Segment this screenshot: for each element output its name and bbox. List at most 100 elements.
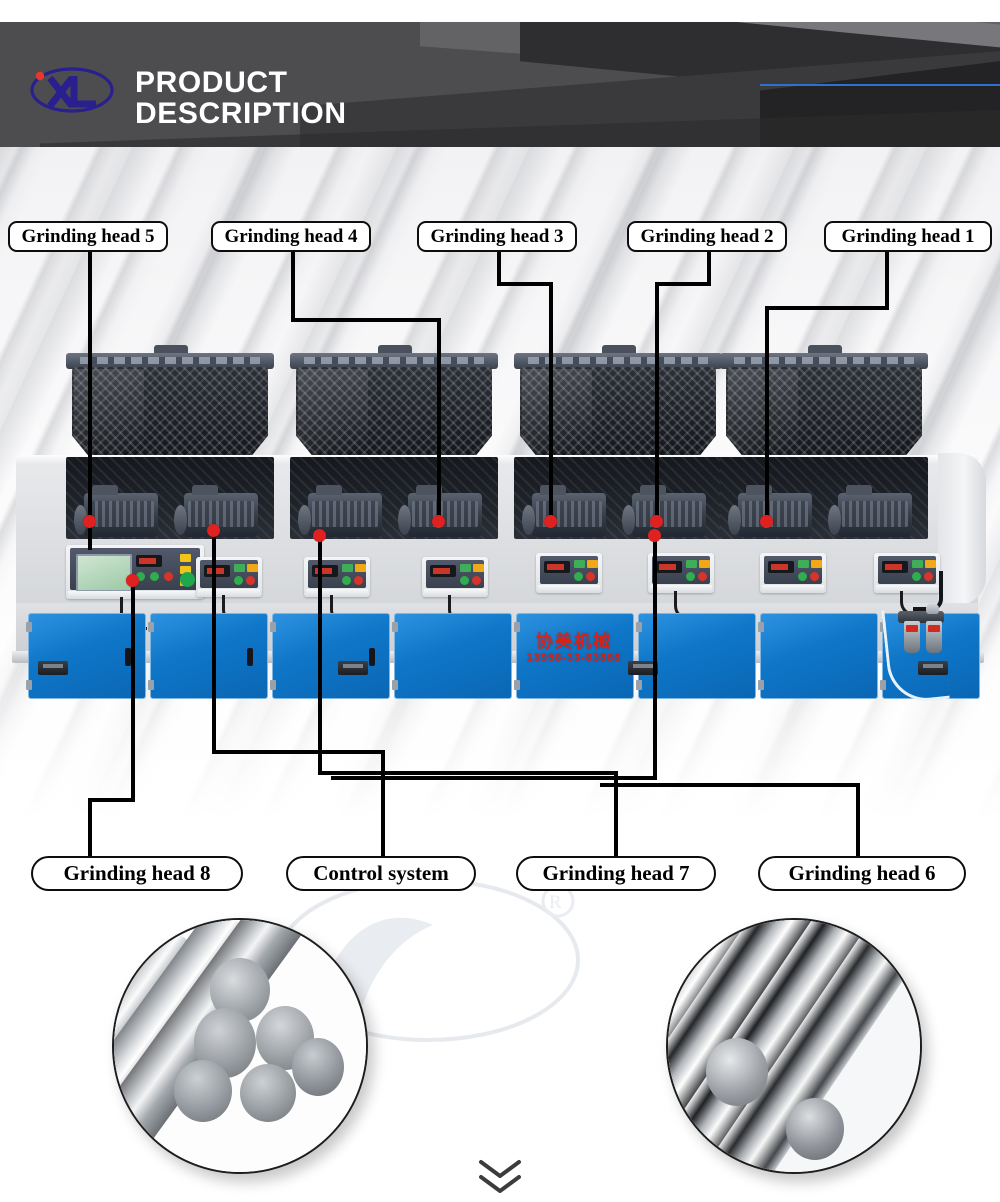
hood-mesh — [72, 367, 268, 455]
hmi-control-panel[interactable] — [66, 545, 204, 599]
leader-line-head1-seg3 — [765, 306, 769, 521]
digital-display — [768, 561, 794, 573]
cabinet-text-line1: 协美机械 — [536, 632, 612, 651]
hood-handle — [602, 345, 636, 355]
hood-unit-2 — [290, 345, 498, 465]
hmi-screen[interactable] — [76, 554, 132, 592]
motor-end-cap — [522, 505, 535, 535]
page-title-line2: DESCRIPTION — [135, 96, 347, 130]
door-hinge — [636, 622, 642, 632]
sub-control-panel-4[interactable] — [422, 557, 488, 597]
stop-button[interactable] — [246, 576, 255, 585]
cabinet-door-branded[interactable] — [514, 613, 634, 699]
start-button[interactable] — [686, 572, 695, 581]
sub-control-panel-6[interactable] — [648, 553, 714, 593]
digital-display — [312, 565, 338, 577]
product-photo-ground-bars — [112, 918, 368, 1174]
stop-button[interactable] — [472, 576, 481, 585]
leader-line-head2-seg3 — [655, 282, 659, 522]
cabinet-door[interactable] — [26, 613, 146, 699]
panel-face — [540, 556, 598, 584]
sub-control-panel-2[interactable] — [196, 557, 262, 597]
jog-button[interactable] — [150, 572, 159, 581]
digital-display — [882, 561, 908, 573]
machine-cavity-1 — [66, 457, 274, 539]
hood-lid — [66, 353, 274, 369]
frl-regulator-knob[interactable] — [926, 603, 939, 614]
chevron-double-down-icon[interactable] — [473, 1156, 527, 1196]
digital-display — [656, 561, 682, 573]
leader-line-head2-seg1 — [707, 250, 711, 286]
cabinet-door[interactable] — [636, 613, 756, 699]
indicator-lamp — [234, 564, 245, 572]
indicator-lamp — [912, 560, 923, 568]
start-button[interactable] — [342, 576, 351, 585]
panel-face — [764, 556, 822, 584]
digital-display — [204, 565, 230, 577]
start-button[interactable] — [798, 572, 807, 581]
grinding-motor — [838, 485, 912, 537]
start-button[interactable] — [460, 576, 469, 585]
sub-control-panel-8[interactable] — [874, 553, 940, 593]
hood-highlight — [298, 369, 368, 453]
leader-line-head8-seg3 — [88, 798, 92, 856]
indicator-lamp — [587, 560, 598, 568]
sub-control-panel-3[interactable] — [304, 557, 370, 597]
start-button[interactable] — [574, 572, 583, 581]
indicator-lamp — [180, 566, 191, 574]
bar-end-face — [706, 1038, 768, 1106]
sub-control-panel-5[interactable] — [536, 553, 602, 593]
stop-button[interactable] — [698, 572, 707, 581]
motor-end-cap — [828, 505, 841, 535]
leader-line-head5 — [88, 250, 92, 550]
cabinet-door[interactable] — [148, 613, 268, 699]
cabinet-door[interactable] — [392, 613, 512, 699]
panel-face — [308, 560, 366, 588]
leader-line-head3-seg1 — [497, 250, 501, 286]
stop-button[interactable] — [164, 572, 173, 581]
power-button[interactable] — [180, 572, 195, 587]
leader-line-head1-seg2 — [765, 306, 889, 310]
indicator-lamp — [180, 554, 191, 562]
cabinet-door[interactable] — [758, 613, 878, 699]
stop-button[interactable] — [354, 576, 363, 585]
machine-end-cap — [938, 453, 986, 605]
stop-button[interactable] — [810, 572, 819, 581]
hood-unit-1 — [66, 345, 274, 465]
leader-line-head7-seg3 — [614, 771, 618, 856]
start-button[interactable] — [136, 572, 145, 581]
leader-line-head2-seg2 — [655, 282, 711, 286]
hood-lid — [514, 353, 722, 369]
digital-display — [430, 565, 456, 577]
grinding-motor — [184, 485, 258, 537]
indicator-lamp — [247, 564, 258, 572]
panel-base — [68, 591, 202, 599]
stop-button[interactable] — [924, 572, 933, 581]
company-logo-icon — [30, 67, 114, 113]
hood-handle — [378, 345, 412, 355]
machine-foot — [38, 661, 68, 675]
start-button[interactable] — [234, 576, 243, 585]
marker-head7 — [313, 529, 326, 542]
machine-photo: 协美机械 13958-33-83888 R — [8, 345, 988, 1042]
stop-button[interactable] — [586, 572, 595, 581]
door-handle[interactable] — [247, 648, 253, 666]
hood-highlight — [522, 369, 592, 453]
indicator-lamp — [355, 564, 366, 572]
door-hinge — [880, 622, 886, 632]
hood-handle — [154, 345, 188, 355]
door-hinge — [26, 680, 32, 690]
sub-control-panel-7[interactable] — [760, 553, 826, 593]
leader-line-head8-seg2 — [88, 798, 135, 802]
leader-line-head6-seg3 — [600, 783, 860, 787]
air-filter-regulator-unit — [898, 603, 958, 663]
door-handle[interactable] — [125, 648, 131, 666]
door-handle[interactable] — [369, 648, 375, 666]
leader-line-control-seg2 — [212, 750, 385, 754]
digital-display — [544, 561, 570, 573]
header-accent-line — [760, 84, 1000, 86]
hood-mesh — [726, 367, 922, 455]
door-hinge — [392, 622, 398, 632]
cabinet-door[interactable] — [270, 613, 390, 699]
panel-face — [200, 560, 258, 588]
